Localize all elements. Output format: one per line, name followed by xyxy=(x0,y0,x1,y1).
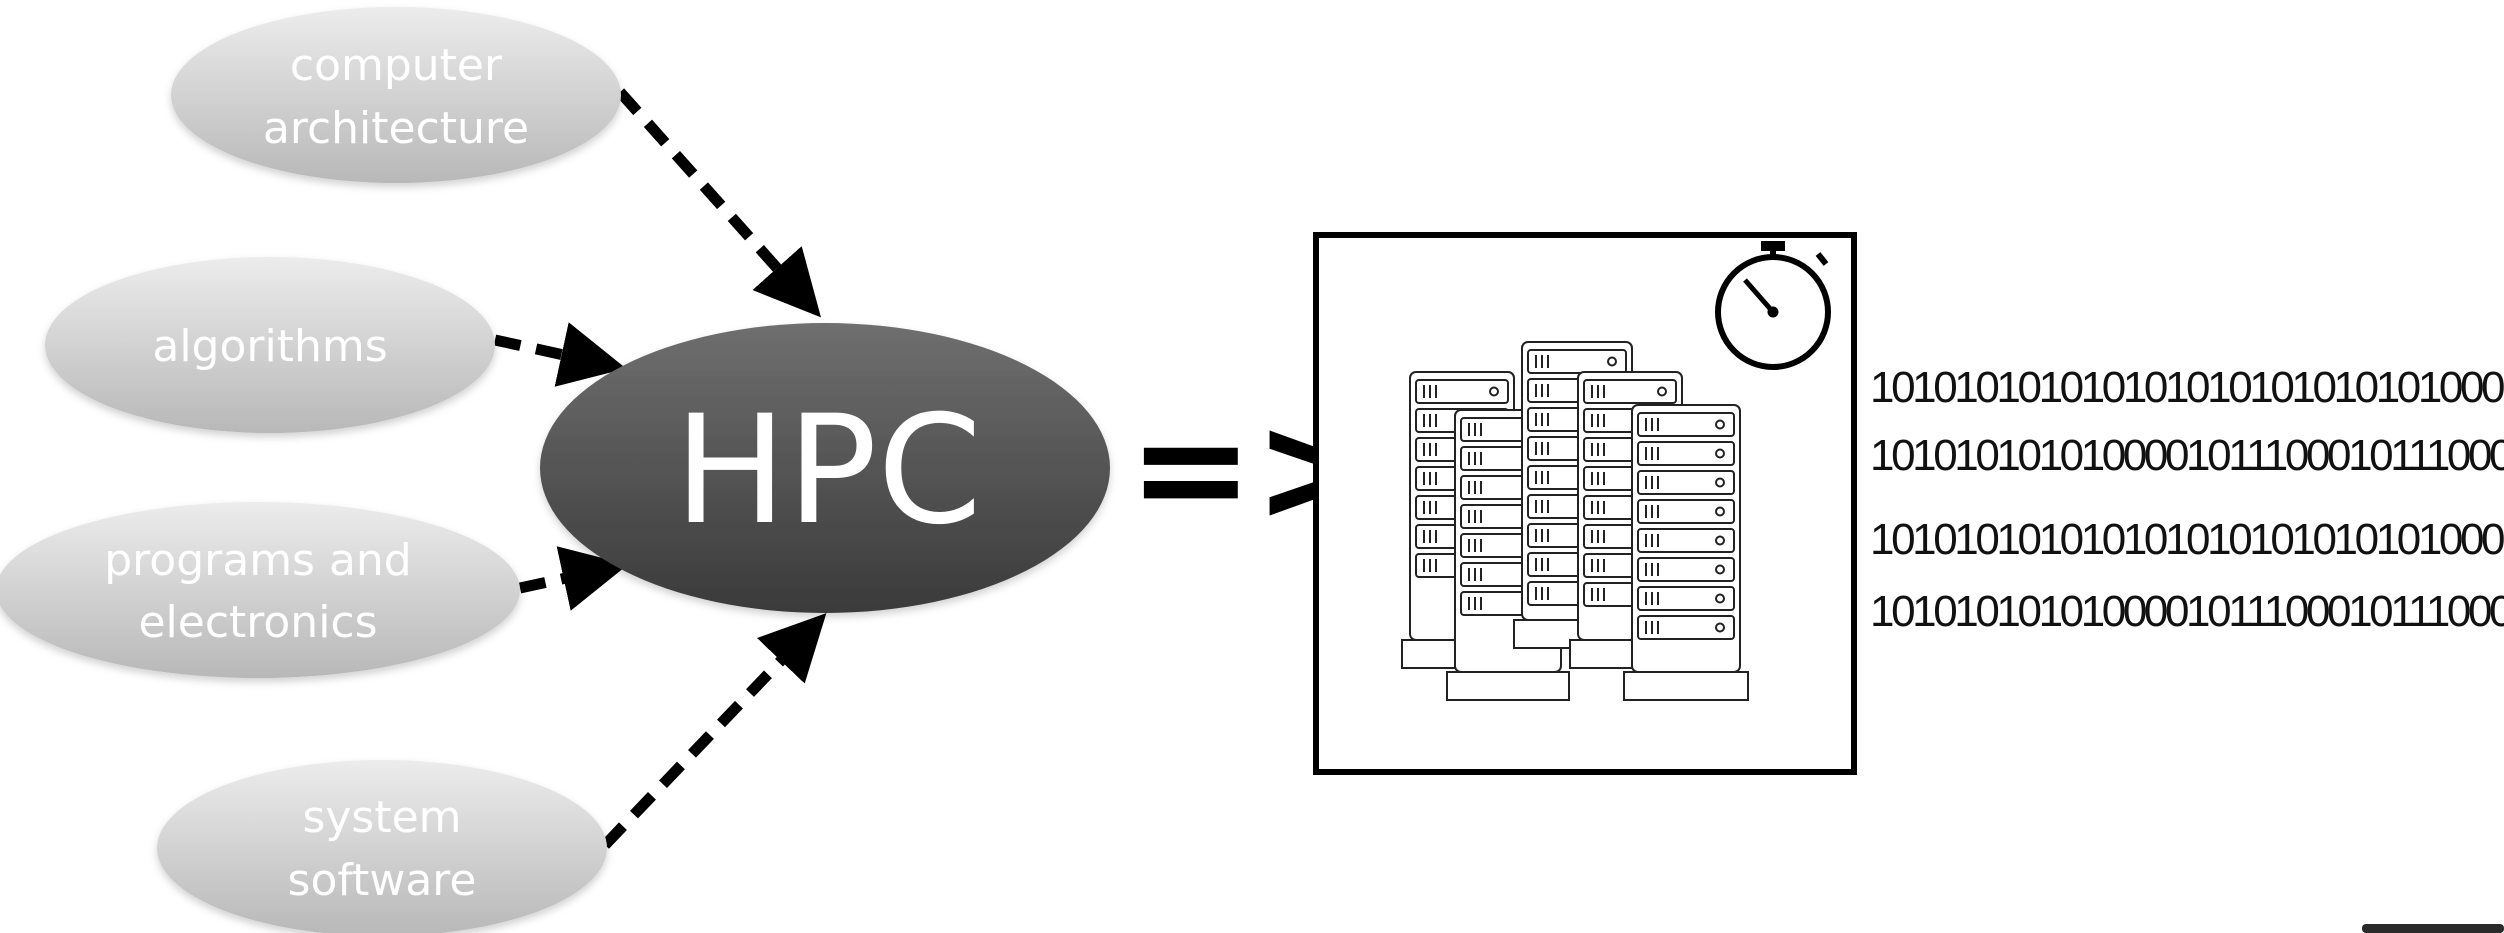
binary-output: 10101010101010101010101010100011 1010101… xyxy=(1870,363,2504,636)
input-node-system-software: system software xyxy=(157,760,607,933)
input-label-line-1: programs and xyxy=(104,535,412,586)
input-label-line-1: algorithms xyxy=(152,321,387,372)
server-rack-icon xyxy=(1401,341,1749,701)
input-label-line-2: electronics xyxy=(138,597,377,648)
server-box xyxy=(1313,232,1857,775)
dashed-arrows xyxy=(493,88,827,849)
input-label-line-1: computer xyxy=(290,40,503,91)
binary-line: 10101010101010101010101010100011 xyxy=(1870,363,2504,412)
input-label-line-2: architecture xyxy=(263,103,529,154)
arrow-algorithms-to-hpc xyxy=(493,322,627,387)
input-label-line-2: software xyxy=(288,855,477,906)
stopwatch-icon xyxy=(1715,241,1831,370)
arrow-programs-to-hpc xyxy=(518,546,629,611)
input-label-line-1: system xyxy=(302,792,461,843)
input-node-algorithms: algorithms xyxy=(45,257,495,433)
arrow-architecture-to-hpc xyxy=(615,88,821,318)
input-node-computer-architecture: computer architecture xyxy=(171,7,621,183)
center-label: HPC xyxy=(674,384,982,558)
center-node-hpc: HPC xyxy=(540,323,1110,613)
binary-line: 10101010101010101010101010100011 xyxy=(1870,515,2504,564)
binary-line: 10101010101000010111000101110000 xyxy=(1870,431,2504,480)
binary-line: 10101010101000010111000101110000 xyxy=(1870,587,2504,636)
corner-tab xyxy=(2362,924,2504,933)
arrow-software-to-hpc xyxy=(601,613,827,849)
input-node-programs-and-electronics: programs and electronics xyxy=(0,502,520,678)
